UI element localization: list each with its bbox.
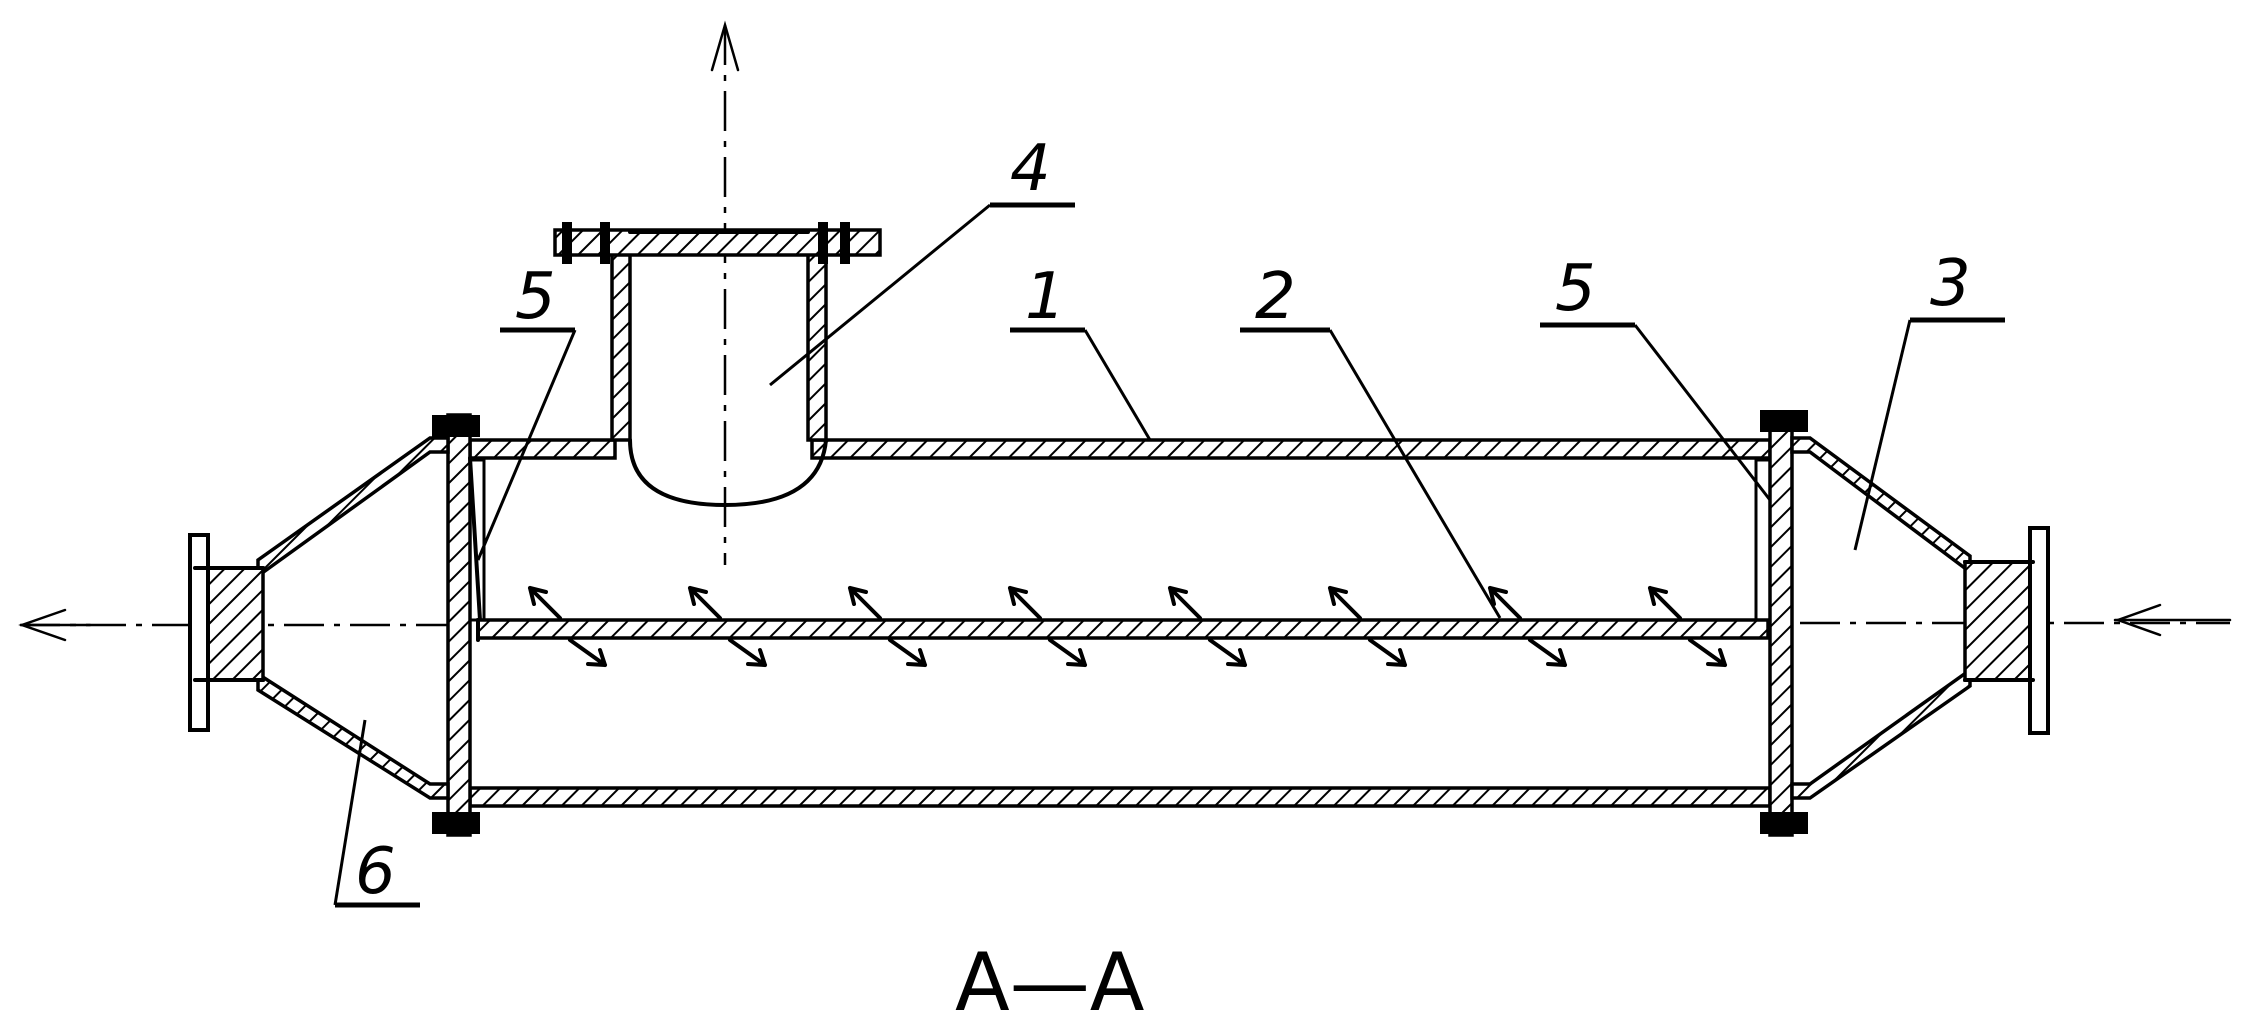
- fin-lower: [1528, 638, 1567, 667]
- inner-tube: [476, 618, 1770, 642]
- fin-lower: [1688, 638, 1727, 667]
- fin-lower: [1048, 638, 1087, 667]
- outlet-nozzle: [553, 222, 882, 507]
- label-part-6: 6: [355, 835, 396, 909]
- fin-upper: [528, 586, 562, 620]
- fin-upper: [688, 586, 722, 620]
- left-reducer-cone: [188, 436, 450, 800]
- inner-tube-fins: [528, 586, 1727, 667]
- fin-upper: [1168, 586, 1202, 620]
- fin-lower: [1368, 638, 1407, 667]
- center-axis-vertical: [710, 20, 740, 565]
- fin-lower: [888, 638, 927, 667]
- section-title: A—A: [955, 936, 1145, 1029]
- fin-upper: [1328, 586, 1362, 620]
- fin-lower: [728, 638, 767, 667]
- leader-lines: [333, 202, 2005, 908]
- label-part-3: 3: [1930, 247, 1971, 321]
- fin-upper: [1648, 586, 1682, 620]
- label-part-5-right: 5: [1555, 252, 1596, 326]
- left-tube-sheet: [432, 413, 486, 837]
- fin-upper: [1008, 586, 1042, 620]
- right-reducer-cone: [1790, 436, 2050, 800]
- fin-lower: [1208, 638, 1247, 667]
- inlet-arrow-right: [2113, 603, 2232, 637]
- fin-upper: [1488, 586, 1522, 620]
- fin-upper: [848, 586, 882, 620]
- right-tube-sheet: [1754, 410, 1808, 837]
- outlet-arrow-left: [18, 608, 92, 642]
- label-part-2: 2: [1255, 260, 1296, 334]
- nozzle-flange-bolts: [562, 222, 850, 264]
- label-part-5-left: 5: [515, 260, 556, 334]
- fin-lower: [568, 638, 607, 667]
- label-part-4: 4: [1010, 132, 1051, 206]
- label-part-1: 1: [1025, 260, 1066, 334]
